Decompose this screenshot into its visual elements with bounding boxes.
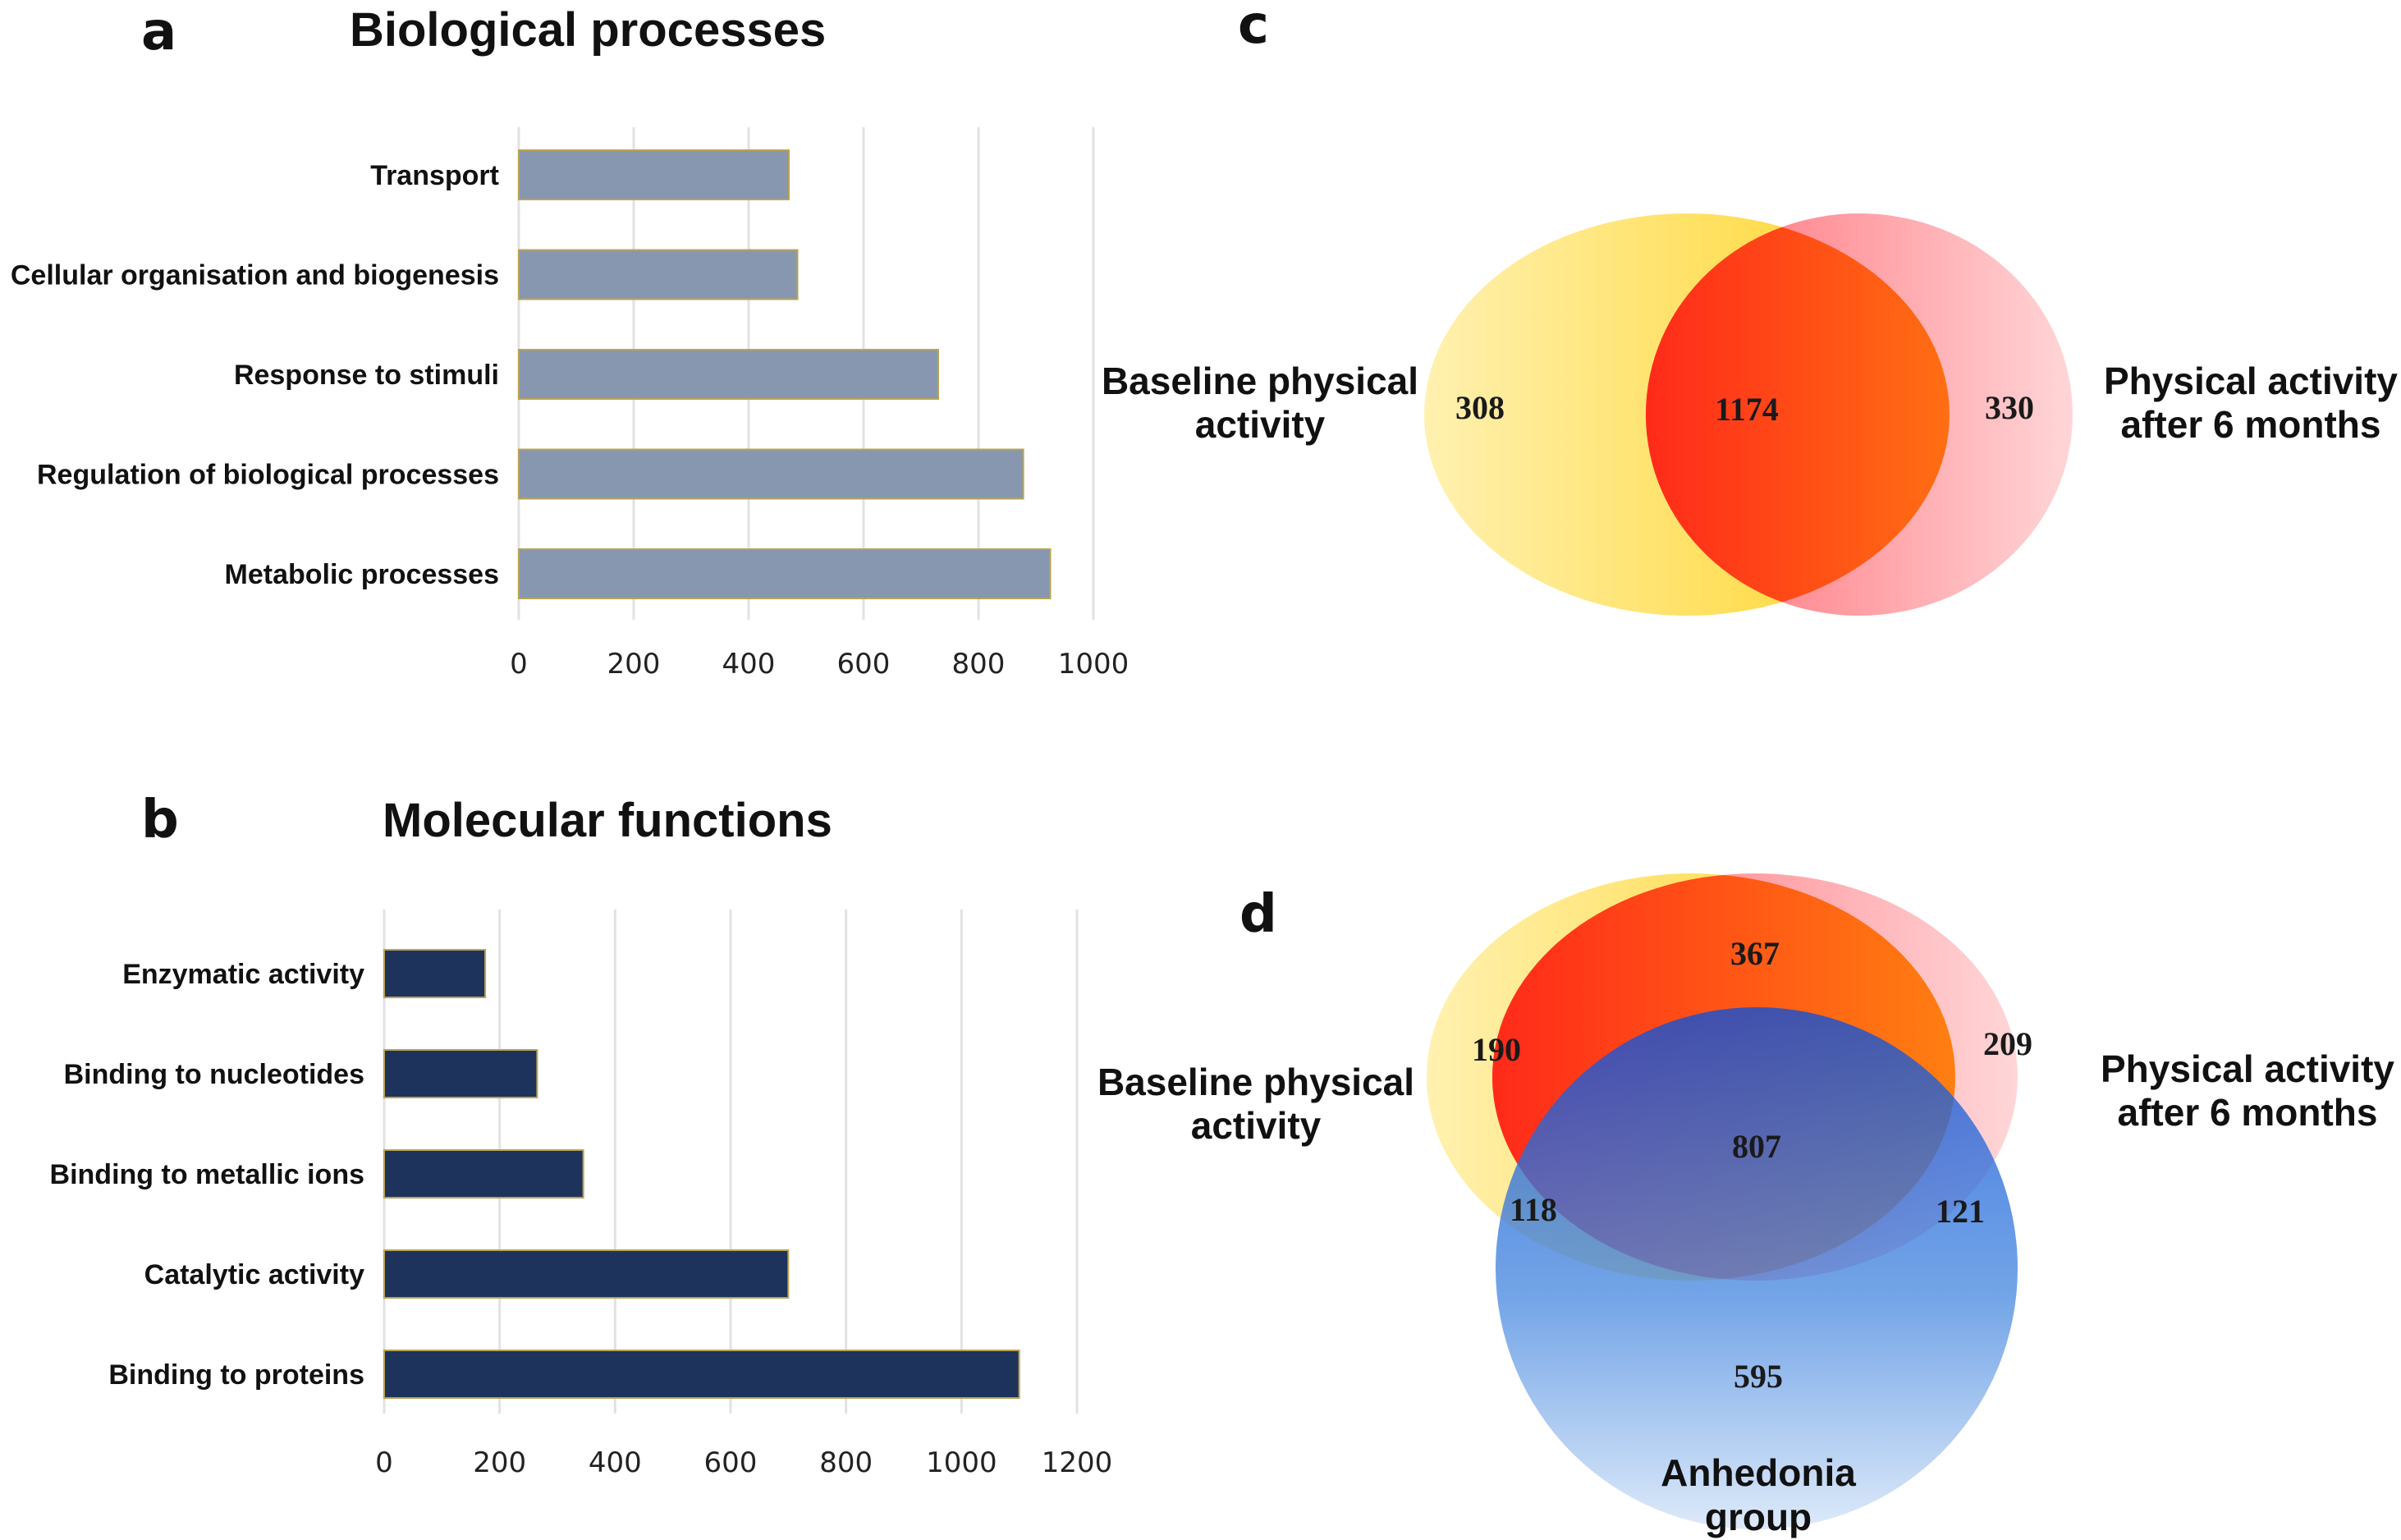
category-label: Metabolic processes [225,559,499,590]
bar [383,1149,584,1199]
venn-c-baseline-label-line1: Baseline physical [1102,360,1418,402]
venn-d-only-anhedonia: 595 [1734,1358,1783,1395]
venn-d-all-three: 807 [1732,1128,1781,1165]
venn-d-set-anhedonia [1496,1007,2018,1529]
x-tick-label: 0 [375,1446,393,1479]
x-tick-label: 600 [837,648,891,681]
x-tick-label: 1000 [1058,648,1129,681]
chart-a-bars [518,149,1052,599]
bar [518,249,799,300]
category-label: Catalytic activity [144,1259,364,1290]
panel-letter-d: d [1239,884,1277,945]
x-tick-label: 1200 [1042,1446,1113,1479]
category-label: Transport [370,160,499,191]
venn-c-after-label-line2: after 6 months [2121,403,2381,446]
bar [383,1350,1020,1399]
x-tick-label: 400 [589,1446,642,1479]
venn-d-baseline-label-line2: activity [1191,1104,1322,1147]
venn-two-sets: 308 1174 330 Baseline physical activity … [1102,213,2398,616]
bar [518,349,939,400]
bar [518,448,1024,500]
x-tick-label: 0 [510,648,528,681]
venn-d-anhedonia-label-line1: Anhedonia [1661,1451,1856,1494]
chart-molecular-functions: Molecular functions Enzymatic activityBi… [50,794,1113,1479]
category-label: Binding to proteins [108,1359,364,1391]
bar [518,149,790,200]
venn-d-after-label-line1: Physical activity [2101,1047,2394,1090]
chart-b-bars [383,949,1020,1399]
venn-d-anhedonia-label-line2: group [1705,1496,1812,1538]
chart-a-title: Biological processes [350,3,826,57]
venn-three-sets: 190 367 209 807 118 121 595 Baseline phy… [1097,873,2394,1538]
category-label: Cellular organisation and biogenesis [11,260,499,291]
venn-c-only-after: 330 [1985,389,2034,426]
x-tick-label: 800 [952,648,1006,681]
panel-letter-c: c [1238,0,1269,56]
venn-c-overlap [1646,213,1950,616]
x-tick-label: 200 [473,1446,526,1479]
category-label: Enzymatic activity [122,959,364,990]
venn-d-after-label-line2: after 6 months [2118,1091,2378,1134]
x-tick-label: 1000 [926,1446,997,1479]
x-tick-label: 600 [704,1446,758,1479]
chart-b-tick-labels: 0 200 400 600 800 1000 1200 [375,1446,1112,1479]
panel-letter-a: a [141,2,176,62]
x-tick-label: 400 [722,648,776,681]
venn-c-after-label-line1: Physical activity [2104,360,2398,402]
chart-a-tick-labels: 0 200 400 600 800 1000 [510,648,1129,681]
venn-d-only-after: 209 [1983,1025,2032,1062]
venn-d-after-anhedonia: 121 [1936,1193,1985,1230]
panel-letter-b: b [141,790,179,850]
category-label: Binding to metallic ions [50,1159,364,1190]
bar [383,1249,790,1299]
venn-c-both: 1174 [1715,391,1779,428]
x-tick-label: 800 [819,1446,873,1479]
chart-b-title: Molecular functions [383,794,832,847]
venn-d-baseline-label-line1: Baseline physical [1097,1061,1414,1103]
category-label: Response to stimuli [234,360,499,391]
venn-d-baseline-after: 367 [1730,935,1780,972]
venn-d-only-baseline: 190 [1472,1031,1521,1068]
category-label: Regulation of biological processes [37,460,499,491]
bar [383,949,487,998]
bar [383,1049,538,1098]
bar [518,548,1052,599]
category-label: Binding to nucleotides [64,1059,364,1090]
venn-d-baseline-anhedonia: 118 [1510,1191,1557,1228]
x-tick-label: 200 [607,648,661,681]
venn-c-only-baseline: 308 [1455,389,1505,426]
venn-c-baseline-label-line2: activity [1195,403,1326,446]
